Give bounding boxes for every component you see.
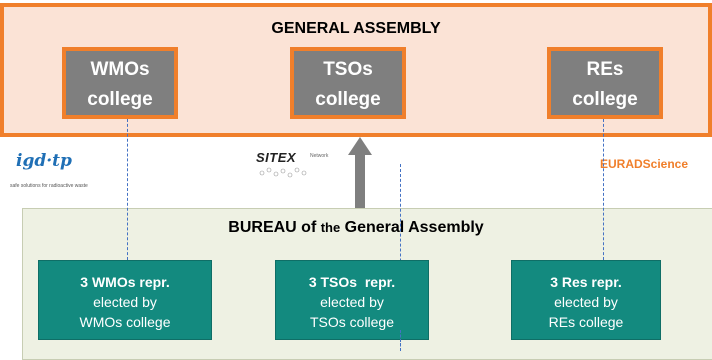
- euradscience-logo: EURADScience: [600, 157, 689, 171]
- res-rep-title: 3 Res repr.: [550, 274, 622, 290]
- igdtp-logo-tagline: safe solutions for radioactive waste: [10, 183, 88, 189]
- sitex-logo-superscript: Network: [310, 153, 329, 159]
- wmos-college-label: WMOs: [90, 59, 150, 80]
- bureau-title-part2: General Assembly: [340, 219, 484, 236]
- wmos-college-sublabel: college: [87, 89, 153, 110]
- sitex-logo-dots-icon: [259, 167, 307, 178]
- tsos-connector-line-lower: [400, 330, 401, 351]
- bureau-title-the: the: [320, 220, 341, 235]
- res-college-sublabel: college: [572, 89, 638, 110]
- tsos-rep-line2: elected by: [320, 294, 384, 310]
- bureau-title: BUREAU of the General Assembly: [0, 219, 712, 237]
- wmos-college-box: WMOs college: [62, 47, 178, 119]
- tsos-college-sublabel: college: [315, 89, 381, 110]
- general-assembly-title: GENERAL ASSEMBLY: [271, 20, 441, 37]
- igdtp-logo: igd·tp safe solutions for radioactive wa…: [10, 151, 90, 195]
- wmos-connector-line: [127, 119, 128, 260]
- tsos-representatives-box: 3 TSOs repr. elected by TSOs college: [275, 260, 429, 340]
- tsos-college-box: TSOs college: [290, 47, 406, 119]
- res-college-box: REs college: [547, 47, 663, 119]
- res-rep-line3: REs college: [548, 314, 624, 330]
- up-arrow-icon: [348, 137, 372, 209]
- wmos-representatives-box: 3 WMOs repr. elected by WMOs college: [38, 260, 212, 340]
- wmos-rep-line2: elected by: [93, 294, 157, 310]
- res-connector-line: [603, 119, 604, 260]
- tsos-rep-title: 3 TSOs repr.: [308, 274, 396, 290]
- res-rep-line2: elected by: [554, 294, 618, 310]
- tsos-college-label: TSOs: [323, 59, 373, 80]
- sitex-logo: SITEX Network: [256, 150, 342, 182]
- bureau-title-part1: BUREAU of: [228, 219, 321, 236]
- wmos-rep-line3: WMOs college: [79, 314, 171, 330]
- tsos-rep-line3: TSOs college: [309, 314, 395, 330]
- wmos-rep-title: 3 WMOs repr.: [80, 274, 170, 290]
- sitex-logo-text: SITEX: [256, 150, 297, 165]
- res-representatives-box: 3 Res repr. elected by REs college: [511, 260, 661, 340]
- igdtp-logo-text: igd·tp: [16, 151, 72, 171]
- tsos-connector-line: [400, 164, 401, 351]
- res-college-label: REs: [586, 59, 624, 80]
